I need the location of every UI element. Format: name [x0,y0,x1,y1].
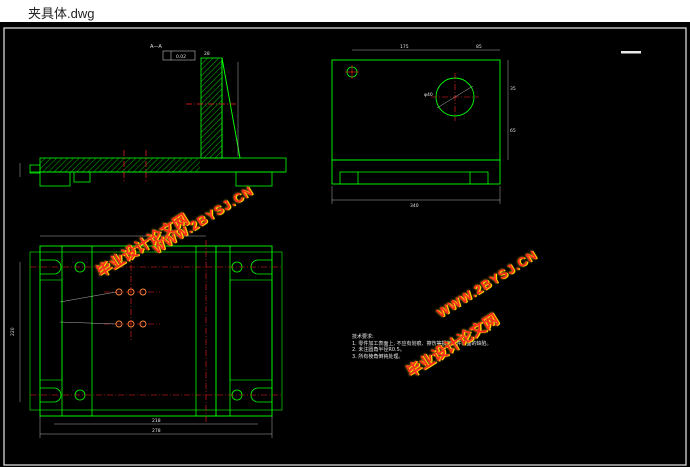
slots [40,259,272,403]
tech-notes-heading: 技术要求: [352,334,374,340]
bore-dim: φ40 [424,92,433,98]
tolerance-frame [162,50,196,61]
dim-b: 85 [476,44,482,50]
dim-d: 65 [510,128,516,134]
cad-drawing[interactable]: A—A 0.02 28 [0,22,690,467]
tech-notes: 技术要求: 1. 零件加工表面上, 不应有划痕、擦伤等损伤零件表面的缺陷。 2.… [352,334,492,360]
side-view-base [331,159,501,185]
dim-c: 35 [510,86,516,92]
plan-outline [39,245,273,417]
dim-outer: 278 [152,428,161,434]
section-top-dim: 28 [204,51,210,57]
side-view: φ40 175 85 35 65 340 [331,44,516,209]
window-title: 夹具体.dwg [28,6,95,21]
drawing-canvas[interactable]: A—A 0.02 28 [0,22,690,467]
section-label: A—A [150,44,162,50]
tech-note-1: 1. 零件加工表面上, 不应有划痕、擦伤等损伤零件表面的缺陷。 [352,340,492,347]
dim-width: 340 [410,203,419,209]
side-view-body [331,59,501,161]
tech-note-2: 2. 未注圆角半径R0.5。 [352,347,405,353]
dim-a: 175 [400,44,409,50]
plan-centerlines [30,240,282,422]
title-bar: 夹具体.dwg [0,0,690,23]
dim-inner: 218 [152,418,161,424]
dim-height: 220 [10,327,16,336]
plan-view: 220 218 278 [10,235,283,438]
tolerance-value: 0.02 [176,54,186,60]
section-web [200,57,223,159]
tech-note-3: 3. 所有棱角倒钝处理。 [352,353,404,360]
section-view-a-a: A—A 0.02 28 [19,44,287,187]
frame-border [3,27,687,466]
title-block-mark [621,51,641,54]
